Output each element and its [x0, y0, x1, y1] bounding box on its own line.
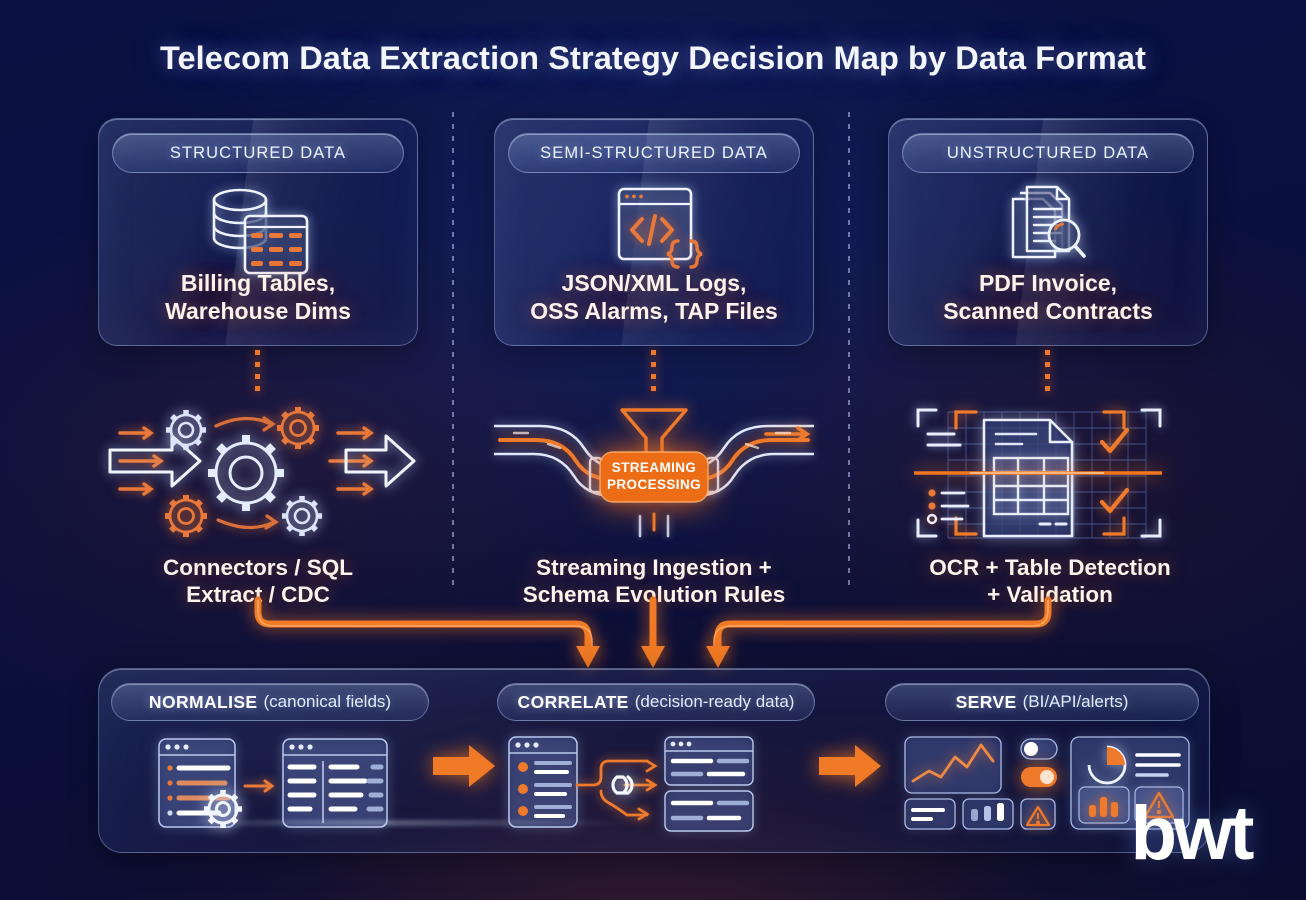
column-divider-right: [848, 112, 850, 590]
code-window-icon: [495, 183, 813, 279]
document-scan-icon: [890, 398, 1210, 548]
converging-arrows: [254, 596, 1052, 668]
normalise-windows-gear-icon: [111, 731, 429, 836]
strategy-label-line1: OCR + Table Detection: [929, 555, 1171, 580]
source-card-semi-structured[interactable]: SEMI-STRUCTURED DATA: [494, 118, 814, 346]
serve-dashboard-icon: [885, 731, 1199, 836]
source-card-label: Billing Tables, Warehouse Dims: [109, 269, 407, 325]
documents-magnifier-icon: [889, 183, 1207, 279]
correlate-link-icon: [497, 731, 815, 836]
strategy-connectors-sql: Connectors / SQL Extract / CDC: [98, 398, 418, 609]
pipeline-stage-serve[interactable]: SERVE (BI/API/alerts): [885, 683, 1199, 836]
source-card-unstructured[interactable]: UNSTRUCTURED DATA: [888, 118, 1208, 346]
pipeline-arrow-2: [819, 745, 881, 787]
stage-subtitle: (decision-ready data): [634, 692, 795, 711]
streaming-pipeline-icon: STREAMING PROCESSING: [490, 398, 818, 548]
strategy-label-line1: Streaming Ingestion +: [536, 555, 772, 580]
source-card-header-pill: UNSTRUCTURED DATA: [902, 133, 1194, 173]
source-card-structured[interactable]: STRUCTURED DATA: [98, 118, 418, 346]
source-card-label-line2: Scanned Contracts: [943, 297, 1153, 324]
stage-header-pill: SERVE (BI/API/alerts): [885, 683, 1199, 721]
source-card-header-pill: SEMI-STRUCTURED DATA: [508, 133, 800, 173]
stage-header-pill: CORRELATE (decision-ready data): [497, 683, 815, 721]
source-card-label-line2: OSS Alarms, TAP Files: [530, 297, 778, 324]
pipeline-stage-normalise[interactable]: NORMALISE (canonical fields): [111, 683, 429, 836]
source-card-label-line1: JSON/XML Logs,: [561, 269, 747, 296]
streaming-badge-line2: PROCESSING: [607, 477, 701, 492]
source-card-header-label: SEMI-STRUCTURED DATA: [540, 143, 768, 162]
bwt-logo-watermark: bwt: [1130, 791, 1255, 876]
stage-keyword: CORRELATE: [517, 691, 629, 712]
gears-arrows-icon: [98, 398, 418, 548]
source-card-label-line1: Billing Tables,: [180, 269, 336, 296]
pipeline-panel: NORMALISE (canonical fields): [98, 668, 1210, 853]
page-title: Telecom Data Extraction Strategy Decisio…: [159, 40, 1147, 76]
source-card-label: JSON/XML Logs, OSS Alarms, TAP Files: [505, 269, 803, 325]
connector-dotted-unstructured: [1045, 350, 1050, 396]
source-card-label: PDF Invoice, Scanned Contracts: [899, 269, 1197, 325]
database-table-icon: [99, 183, 417, 279]
streaming-badge-line1: STREAMING: [612, 460, 697, 475]
connector-dotted-structured: [255, 350, 260, 396]
source-card-label-line2: Warehouse Dims: [165, 297, 351, 324]
stage-keyword: NORMALISE: [148, 691, 258, 712]
stage-keyword: SERVE: [955, 691, 1017, 712]
source-card-header-label: STRUCTURED DATA: [169, 143, 347, 162]
pipeline-arrow-1: [433, 745, 495, 787]
strategy-ocr-validation: OCR + Table Detection + Validation: [890, 398, 1210, 609]
pipeline-stage-correlate[interactable]: CORRELATE (decision-ready data): [497, 683, 815, 836]
strategy-label: OCR + Table Detection + Validation: [890, 554, 1210, 609]
stage-subtitle: (canonical fields): [263, 692, 392, 711]
stage-header-pill: NORMALISE (canonical fields): [111, 683, 429, 721]
column-divider-left: [452, 112, 454, 590]
connector-dotted-semi-structured: [651, 350, 656, 396]
stage-subtitle: (BI/API/alerts): [1022, 692, 1129, 711]
source-card-header-label: UNSTRUCTURED DATA: [946, 143, 1150, 162]
source-card-label-line1: PDF Invoice,: [978, 269, 1118, 296]
source-card-header-pill: STRUCTURED DATA: [112, 133, 404, 173]
strategy-streaming-ingestion: STREAMING PROCESSING Streaming Ingestion…: [490, 398, 818, 609]
strategy-label-line1: Connectors / SQL: [162, 555, 354, 580]
strategy-label: Connectors / SQL Extract / CDC: [98, 554, 418, 609]
